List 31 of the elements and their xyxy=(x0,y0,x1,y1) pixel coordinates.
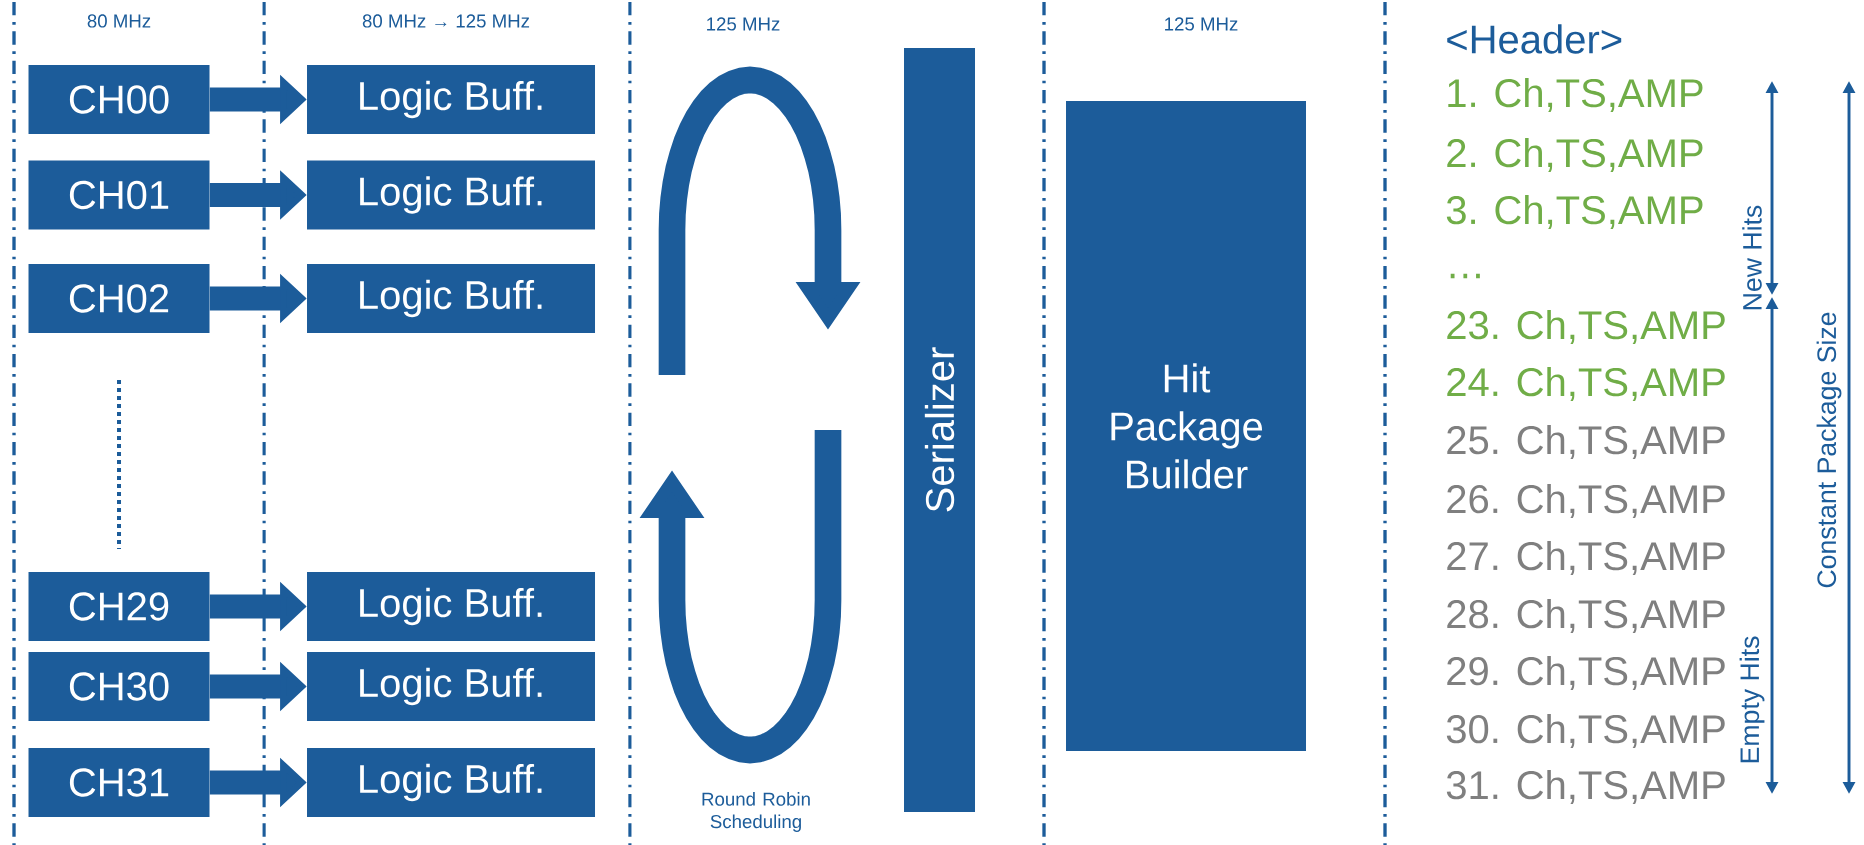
frequency-label: 125 MHz xyxy=(707,17,780,31)
channel-box: CH29 xyxy=(28,572,210,641)
list-item: 24. Ch,TS,AMP xyxy=(1447,366,1725,402)
header-label: <Header> xyxy=(1447,24,1622,54)
list-item: 29. Ch,TS,AMP xyxy=(1447,655,1725,691)
list-item: 31. Ch,TS,AMP xyxy=(1446,769,1725,805)
list-item: 28. Ch,TS,AMP xyxy=(1447,598,1725,634)
frequency-label: 80 MHz → 125 MHz xyxy=(362,14,530,28)
caption-label: Round Robin Scheduling xyxy=(702,792,810,832)
list-item: 3. Ch,TS,AMP xyxy=(1446,194,1703,230)
list-item: 23. Ch,TS,AMP xyxy=(1447,309,1725,345)
list-item: 1. Ch,TS,AMP xyxy=(1448,77,1703,113)
frequency-label: 125 MHz xyxy=(1165,17,1238,31)
builder-box: Hit Package Builder xyxy=(1066,101,1306,751)
channel-box: CH30 xyxy=(28,652,210,721)
range-label: New Hits xyxy=(1742,205,1762,310)
range-label: Empty Hits xyxy=(1739,636,1765,763)
range-label: Constant Package Size xyxy=(1816,312,1842,588)
list-item: 27. Ch,TS,AMP xyxy=(1447,540,1725,576)
list-item: 30. Ch,TS,AMP xyxy=(1446,713,1725,749)
serializer-box: Serializer xyxy=(904,48,975,812)
frequency-label: 80 MHz xyxy=(87,14,151,28)
list-item: 26. Ch,TS,AMP xyxy=(1447,483,1725,519)
list-item: 2. Ch,TS,AMP xyxy=(1447,137,1703,173)
logic-buffer-box: Logic Buff. xyxy=(307,748,595,817)
list-item: 25. Ch,TS,AMP xyxy=(1447,424,1725,460)
channel-box: CH02 xyxy=(28,264,210,333)
channel-box: CH01 xyxy=(28,160,210,230)
channel-box: CH00 xyxy=(28,65,210,134)
list-item: … xyxy=(1450,273,1480,279)
channel-box: CH31 xyxy=(28,748,210,817)
